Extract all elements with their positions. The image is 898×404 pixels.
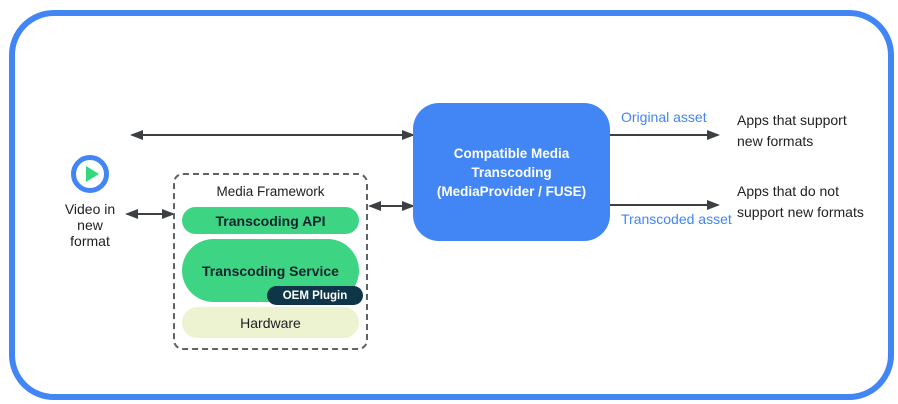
play-triangle-icon xyxy=(86,166,99,182)
framework-transcoder-arrow xyxy=(368,201,415,211)
apps-support-text: Apps that support new formats xyxy=(737,112,847,149)
original-asset-arrow xyxy=(610,130,720,140)
transcoding-api-label: Transcoding API xyxy=(215,212,326,229)
transcoded-asset-label: Transcoded asset xyxy=(621,211,732,227)
transcoded-asset-arrow xyxy=(610,200,720,210)
outer-border xyxy=(9,10,894,400)
media-framework-title: Media Framework xyxy=(216,184,325,199)
transcoding-api-layer: Transcoding API xyxy=(182,207,359,234)
hardware-label: Hardware xyxy=(240,314,301,331)
original-asset-label: Original asset xyxy=(621,109,707,125)
transcoder-subtitle: (MediaProvider / FUSE) xyxy=(436,183,587,199)
oem-plugin-label: OEM Plugin xyxy=(282,289,348,302)
oem-plugin-badge: OEM Plugin xyxy=(267,286,363,305)
media-framework-box: Media Framework Transcoding API Transcod… xyxy=(173,173,368,350)
video-framework-arrow xyxy=(125,209,175,219)
transcoding-service-label: Transcoding Service xyxy=(202,262,339,279)
play-icon xyxy=(71,155,109,193)
transcoder-title: Compatible Media Transcoding xyxy=(453,145,570,180)
transcoder-box: Compatible Media Transcoding (MediaProvi… xyxy=(413,103,610,241)
video-transcoder-arrow xyxy=(130,130,415,140)
hardware-layer: Hardware xyxy=(182,307,359,338)
video-source-label: Video in new format xyxy=(64,201,116,249)
apps-no-support-text: Apps that do not support new formats xyxy=(737,183,864,220)
